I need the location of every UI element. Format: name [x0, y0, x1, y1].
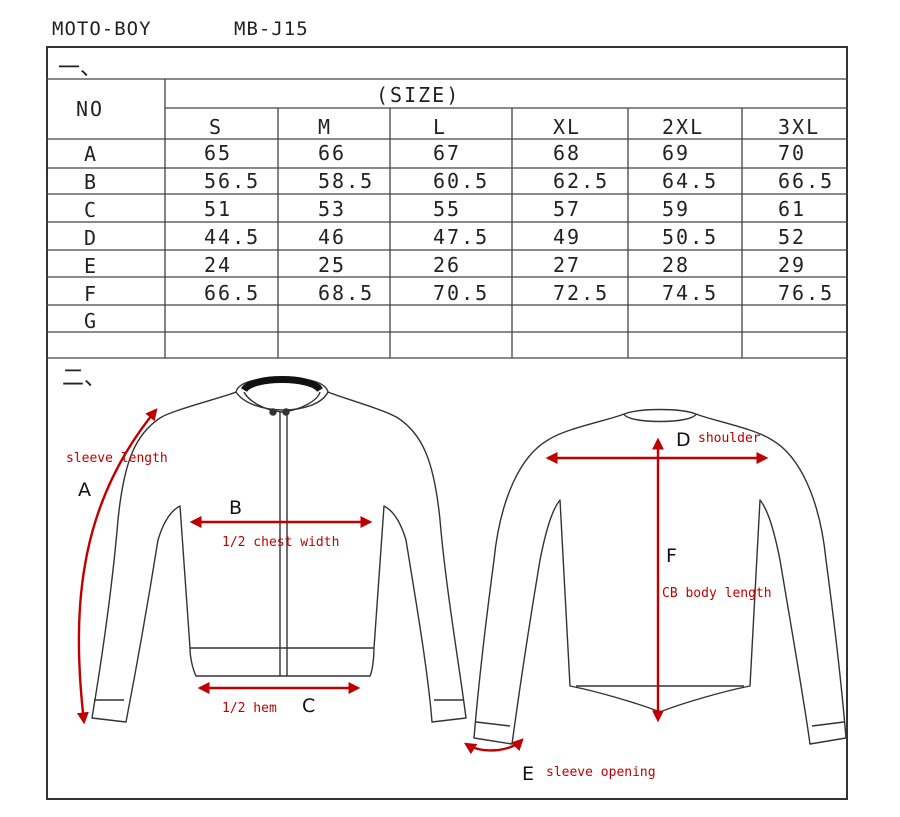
brand-name: MOTO-BOY [52, 18, 152, 40]
row-key: G [84, 309, 99, 333]
chest-width-label: 1/2 chest width [222, 535, 339, 550]
size-chart-frame [46, 46, 848, 800]
table-cell: 72.5 [553, 281, 610, 305]
table-cell: 29 [778, 253, 807, 277]
no-column-header: NO [76, 97, 105, 121]
row-key: B [84, 170, 99, 194]
table-cell: 65 [204, 141, 233, 165]
front-jacket-outline [91, 377, 467, 723]
table-cell: 56.5 [204, 169, 261, 193]
table-cell: 66.5 [204, 281, 261, 305]
table-cell: 44.5 [204, 225, 261, 249]
table-cell: 49 [553, 225, 582, 249]
table-cell: 70.5 [433, 281, 490, 305]
table-cell: 69 [662, 141, 691, 165]
row-key: A [84, 142, 99, 166]
table-cell: 51 [204, 197, 233, 221]
row-key: E [84, 254, 99, 278]
size-3xl-header: 3XL [778, 115, 821, 139]
letter-b: B [229, 497, 242, 519]
table-cell: 58.5 [318, 169, 375, 193]
body-length-label: CB body length [662, 586, 772, 601]
size-l-header: L [433, 115, 448, 139]
table-cell: 64.5 [662, 169, 719, 193]
sleeve-length-label: sleeve length [66, 451, 168, 466]
table-cell: 74.5 [662, 281, 719, 305]
size-header: (SIZE) [376, 83, 461, 107]
table-cell: 47.5 [433, 225, 490, 249]
size-s-header: S [209, 115, 224, 139]
table-cell: 67 [433, 141, 462, 165]
measurement-arrows [76, 408, 769, 755]
size-xl-header: XL [553, 115, 582, 139]
section-one-marker: 一、 [58, 56, 103, 81]
table-cell: 25 [318, 253, 347, 277]
table-cell: 68 [553, 141, 582, 165]
row-key: F [84, 282, 99, 306]
table-cell: 76.5 [778, 281, 835, 305]
table-cell: 26 [433, 253, 462, 277]
table-cell: 27 [553, 253, 582, 277]
table-cell: 46 [318, 225, 347, 249]
sleeve-opening-label: sleeve opening [546, 765, 656, 780]
shoulder-label: shoulder [698, 431, 761, 446]
table-cell: 24 [204, 253, 233, 277]
back-jacket-outline [473, 408, 847, 745]
letter-d: D [676, 429, 691, 451]
table-cell: 70 [778, 141, 807, 165]
table-cell: 53 [318, 197, 347, 221]
table-cell: 57 [553, 197, 582, 221]
sleeve-length-arrow [76, 408, 158, 725]
table-cell: 66.5 [778, 169, 835, 193]
size-2xl-header: 2XL [662, 115, 705, 139]
letter-e: E [522, 763, 534, 785]
row-key: C [84, 198, 99, 222]
section-two-marker: 二、 [62, 366, 107, 391]
sleeve-opening-arrow [463, 738, 524, 755]
table-cell: 68.5 [318, 281, 375, 305]
table-cell: 28 [662, 253, 691, 277]
front-collar-band [240, 376, 324, 393]
model-number: MB-J15 [234, 18, 309, 40]
table-cell: 50.5 [662, 225, 719, 249]
letter-f: F [666, 545, 677, 567]
table-cell: 62.5 [553, 169, 610, 193]
row-key: D [84, 226, 99, 250]
hem-label: 1/2 hem [222, 701, 277, 716]
table-cell: 61 [778, 197, 807, 221]
letter-a: A [78, 479, 91, 501]
table-cell: 52 [778, 225, 807, 249]
letter-c: C [302, 695, 315, 717]
size-m-header: M [318, 115, 333, 139]
table-cell: 59 [662, 197, 691, 221]
table-cell: 66 [318, 141, 347, 165]
table-cell: 60.5 [433, 169, 490, 193]
table-cell: 55 [433, 197, 462, 221]
